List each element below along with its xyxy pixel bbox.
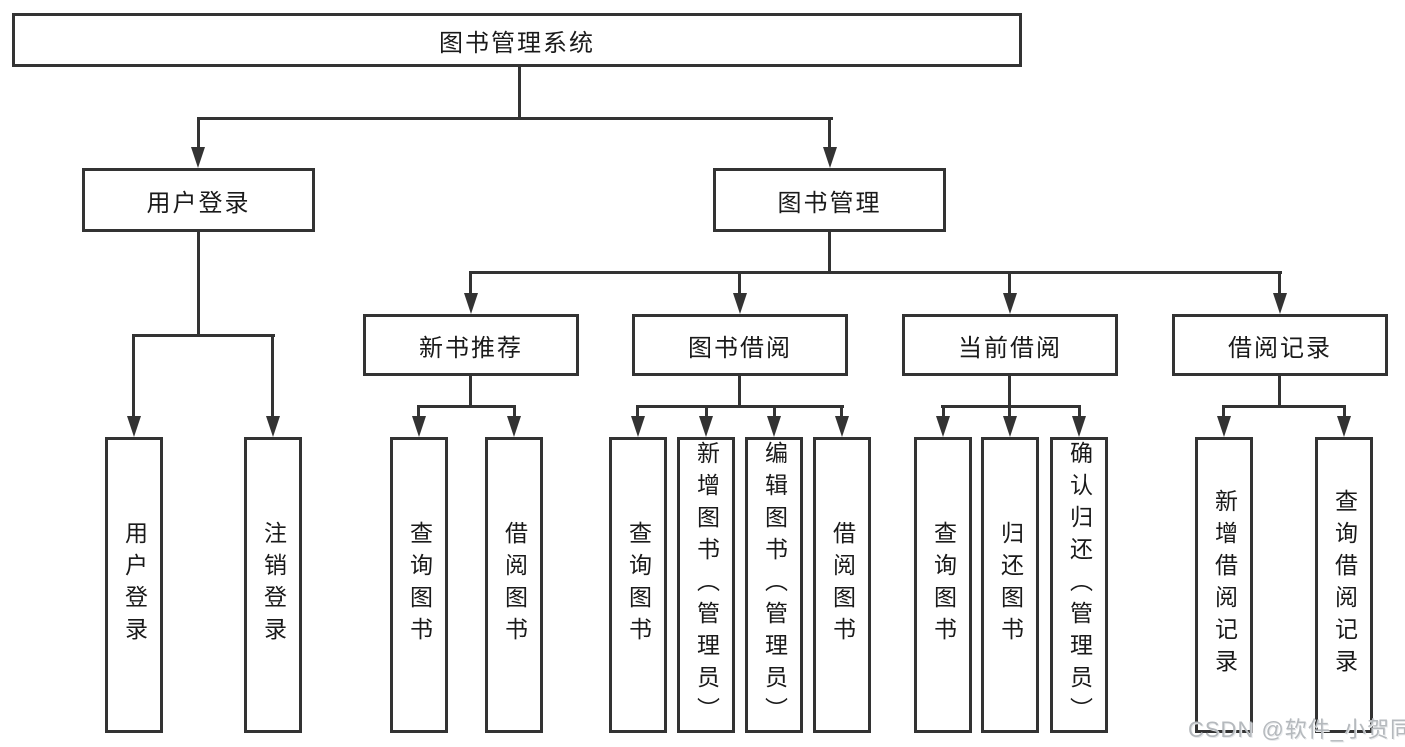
arrow-down-icon (1003, 293, 1017, 314)
connector-line (518, 67, 521, 119)
connector-line (738, 376, 741, 407)
node-library-management-system: 图书管理系统 (12, 13, 1022, 67)
arrow-down-icon (191, 147, 205, 168)
leaf-query-books-3: 查询图书 (914, 437, 972, 733)
arrow-down-icon (1003, 416, 1017, 437)
leaf-add-borrow-record: 新增借阅记录 (1195, 437, 1253, 733)
arrow-down-icon (1273, 293, 1287, 314)
connector-line (840, 405, 843, 417)
connector-line (513, 405, 516, 417)
connector-line (197, 232, 200, 336)
connector-line (705, 405, 708, 417)
connector-line (738, 271, 741, 294)
connector-line (469, 376, 472, 407)
connector-line (1078, 405, 1081, 417)
arrow-down-icon (1217, 416, 1231, 437)
connector-line (469, 271, 472, 294)
node-book-borrowing: 图书借阅 (632, 314, 848, 376)
connector-line (1008, 405, 1011, 417)
leaf-borrow-books: 借阅图书 (485, 437, 543, 733)
leaf-user-login: 用户登录 (105, 437, 163, 733)
connector-line (132, 334, 135, 418)
connector-line (828, 119, 831, 150)
connector-line (828, 232, 831, 273)
arrow-down-icon (266, 416, 280, 437)
connector-line (1222, 405, 1346, 408)
connector-line (942, 405, 945, 417)
connector-line (197, 117, 833, 120)
leaf-logout-login: 注销登录 (244, 437, 302, 733)
leaf-return-books: 归还图书 (981, 437, 1039, 733)
node-user-login: 用户登录 (82, 168, 315, 232)
node-current-borrowing: 当前借阅 (902, 314, 1118, 376)
arrow-down-icon (464, 293, 478, 314)
arrow-down-icon (1072, 416, 1086, 437)
arrow-down-icon (1337, 416, 1351, 437)
node-book-management: 图书管理 (713, 168, 946, 232)
connector-line (417, 405, 420, 417)
connector-line (636, 405, 844, 408)
leaf-query-borrow-record: 查询借阅记录 (1315, 437, 1373, 733)
connector-line (636, 405, 639, 417)
connector-line (132, 334, 275, 337)
arrow-down-icon (412, 416, 426, 437)
connector-line (1222, 405, 1225, 417)
arrow-down-icon (127, 416, 141, 437)
watermark-csdn: CSDN @软件_小贺同学 (1188, 717, 1405, 742)
connector-line (1343, 405, 1346, 417)
leaf-query-books: 查询图书 (390, 437, 448, 733)
connector-line (1278, 271, 1281, 294)
node-borrowing-records: 借阅记录 (1172, 314, 1388, 376)
node-new-book-recommendation: 新书推荐 (363, 314, 579, 376)
arrow-down-icon (823, 147, 837, 168)
connector-line (271, 334, 274, 418)
leaf-query-books-2: 查询图书 (609, 437, 667, 733)
connector-line (197, 119, 200, 150)
arrow-down-icon (936, 416, 950, 437)
connector-line (469, 271, 1282, 274)
leaf-add-books-admin: 新增图书（管理员） (677, 437, 735, 733)
arrow-down-icon (733, 293, 747, 314)
arrow-down-icon (699, 416, 713, 437)
leaf-confirm-return-admin: 确认归还（管理员） (1050, 437, 1108, 733)
arrow-down-icon (835, 416, 849, 437)
leaf-edit-books-admin: 编辑图书（管理员） (745, 437, 803, 733)
connector-line (1008, 376, 1011, 407)
arrow-down-icon (631, 416, 645, 437)
connector-line (417, 405, 516, 408)
connector-line (1008, 271, 1011, 294)
arrow-down-icon (507, 416, 521, 437)
arrow-down-icon (767, 416, 781, 437)
leaf-borrow-books-2: 借阅图书 (813, 437, 871, 733)
connector-line (773, 405, 776, 417)
connector-line (1278, 376, 1281, 407)
